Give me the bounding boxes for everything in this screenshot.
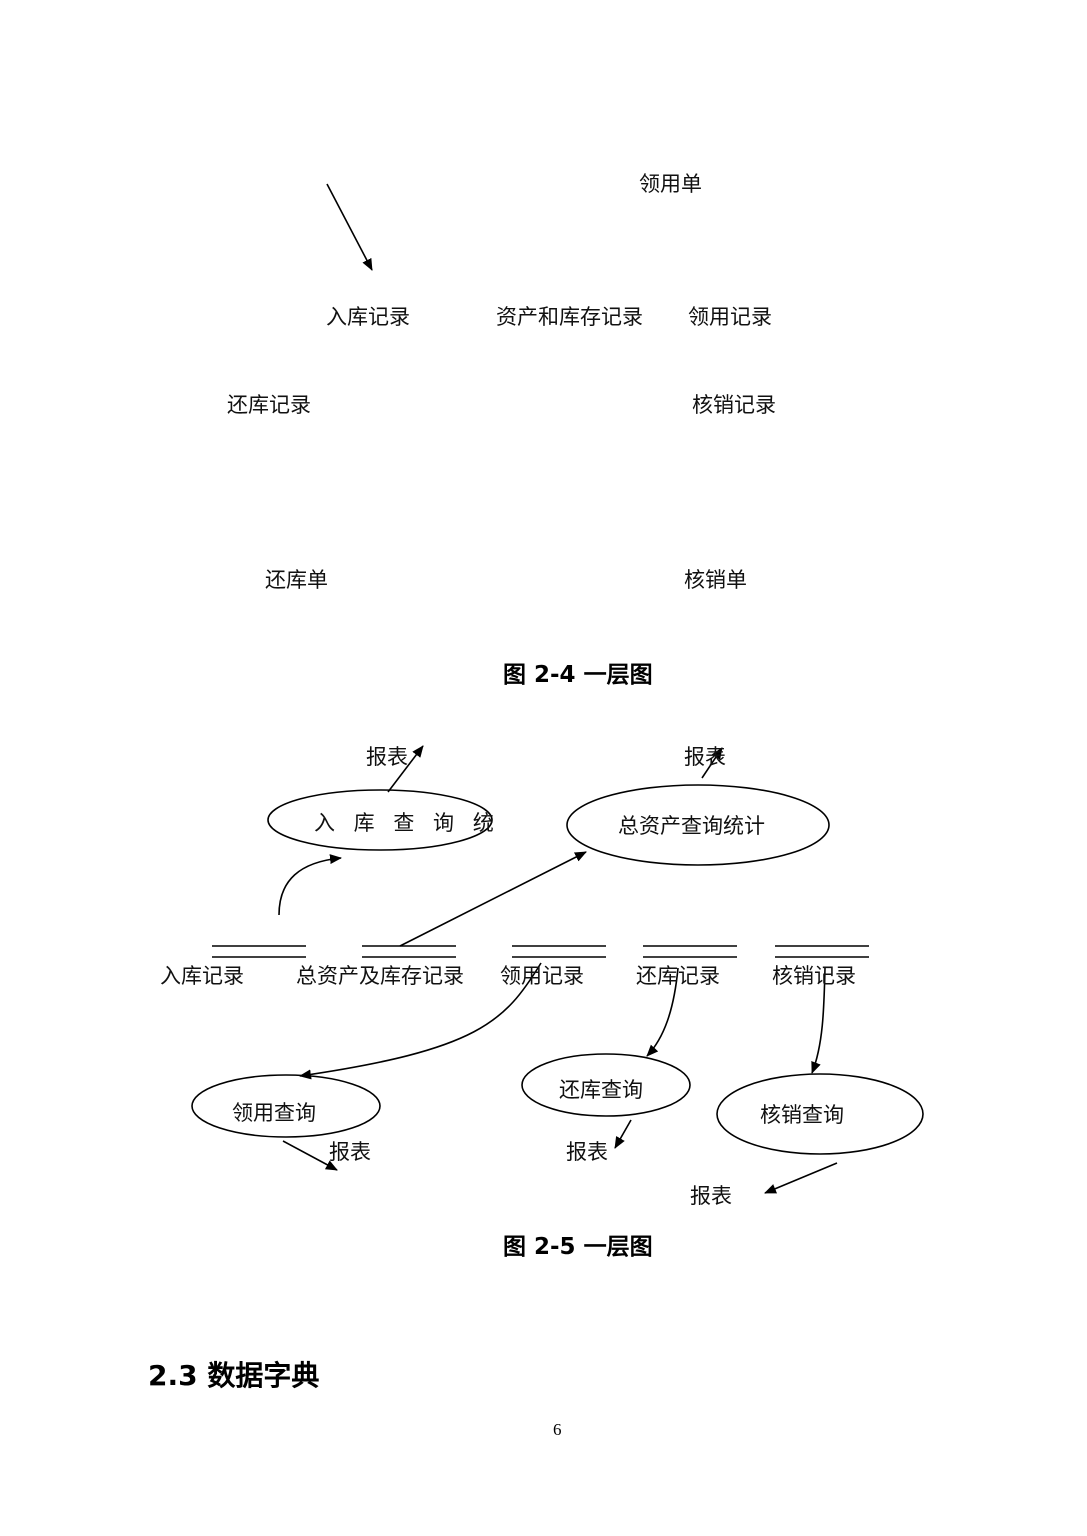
process-huanku-chaxun <box>521 1053 691 1117</box>
store-lingyong-jilu-label: 领用记录 <box>500 964 584 988</box>
hexiao-jilu-label: 核销记录 <box>692 393 776 417</box>
process-lingyong-chaxun <box>191 1074 381 1138</box>
flow-arrows <box>278 745 838 1194</box>
process-ruku-chaxun <box>267 789 493 851</box>
baobiao-output: 报表 <box>690 1184 732 1208</box>
baobiao-output: 报表 <box>566 1140 608 1164</box>
process-zongzichan-chaxun <box>566 784 830 866</box>
store-hexiao-jilu-label: 核销记录 <box>772 964 856 988</box>
figure-2-5-caption: 图 2-5 一层图 <box>503 1234 653 1260</box>
hexiao-chaxun-label: 核销查询 <box>760 1103 844 1127</box>
flow-arrow <box>326 183 373 271</box>
process-hexiao-chaxun <box>716 1073 924 1155</box>
lingyong-chaxun-label: 领用查询 <box>232 1101 316 1125</box>
data-store-lines <box>212 945 869 958</box>
baobiao-output: 报表 <box>684 745 726 769</box>
zongzichan-chaxun-label: 总资产查询统计 <box>618 814 765 838</box>
huanku-jilu-label: 还库记录 <box>227 393 311 417</box>
hexiaodan-label: 核销单 <box>684 568 747 592</box>
lingyongdan-label: 领用单 <box>639 172 702 196</box>
baobiao-output: 报表 <box>366 745 408 769</box>
lingyong-jilu-label: 领用记录 <box>688 305 772 329</box>
ruku-chaxun-label: 入 库 查 询 统 <box>314 811 500 835</box>
figure-2-4-caption: 图 2-4 一层图 <box>503 662 653 688</box>
store-ruku-jilu-label: 入库记录 <box>160 964 244 988</box>
page-number: 6 <box>553 1420 562 1439</box>
store-huanku-jilu-label: 还库记录 <box>636 964 720 988</box>
store-zongzichan-kucun-jilu-label: 总资产及库存记录 <box>296 964 464 988</box>
huankudan-label: 还库单 <box>265 568 328 592</box>
zichan-kucun-jilu-label: 资产和库存记录 <box>496 305 643 329</box>
ruku-jilu-label: 入库记录 <box>326 305 410 329</box>
section-heading: 2.3 数据字典 <box>148 1359 320 1392</box>
huanku-chaxun-label: 还库查询 <box>559 1078 643 1102</box>
baobiao-output: 报表 <box>329 1140 371 1164</box>
